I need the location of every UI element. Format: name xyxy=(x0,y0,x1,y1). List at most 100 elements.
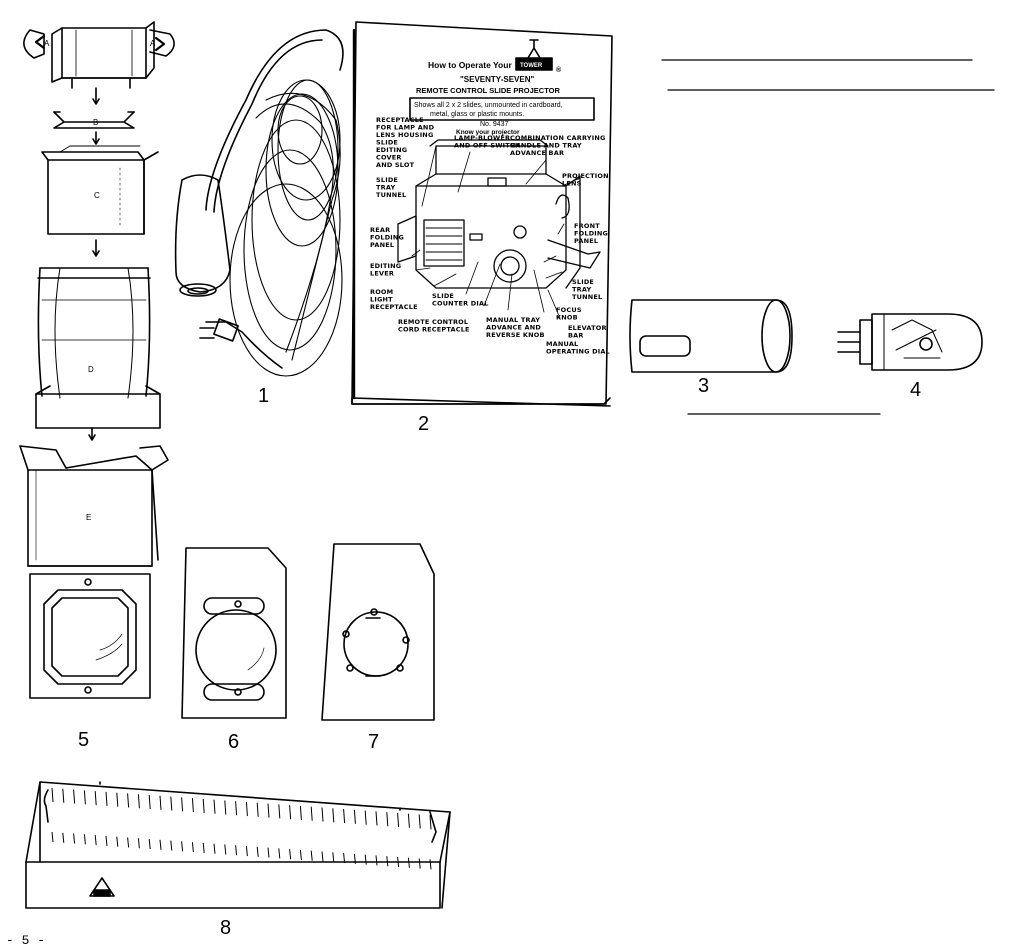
callout-projection-lens-line-1: PROJECTION xyxy=(562,172,609,180)
callout-slide-tray-tunnel-right-line-3: TUNNEL xyxy=(572,293,602,301)
slide-slot-tick xyxy=(418,858,421,869)
slide-slot-tick xyxy=(191,842,194,853)
slide-slot-tick xyxy=(202,842,205,853)
slide-slot-tick xyxy=(289,849,292,860)
slide-slot-tick xyxy=(332,808,335,823)
slide-slot-tick xyxy=(159,795,162,810)
part-number-5: 5 xyxy=(78,729,89,751)
slide-slot-tick xyxy=(375,811,378,826)
slide-slot-tick xyxy=(127,793,130,808)
power-cord xyxy=(174,29,344,377)
slide-slot-tick xyxy=(332,852,335,863)
slide-slot-tick xyxy=(321,807,324,822)
part-number-7: 7 xyxy=(368,731,379,753)
callout-manual-tray-line-3: REVERSE KNOB xyxy=(486,331,545,339)
slide-slot-tick xyxy=(245,845,248,857)
slide-slot-tick xyxy=(256,846,259,857)
slide-slot-tick xyxy=(62,832,65,843)
callout-carrying-line-1: COMBINATION CARRYING xyxy=(510,134,606,142)
brand-logo: TOWER xyxy=(520,63,543,69)
part-number-1: 1 xyxy=(258,385,269,407)
slide-slot-tick xyxy=(191,798,194,813)
instruction-booklet xyxy=(351,21,613,407)
slide-slot-tick xyxy=(397,812,400,827)
callout-room-light-line-1: ROOM xyxy=(370,288,393,296)
slide-slot-tick xyxy=(105,835,108,846)
slide-slot-tick xyxy=(353,809,356,824)
slide-slot-tick xyxy=(310,806,313,821)
callout-receptacle-line-3: LENS HOUSING xyxy=(376,131,434,139)
slide-slot-tick xyxy=(364,854,367,865)
slide-slot-tick xyxy=(181,797,184,812)
slide-slot-tick xyxy=(105,791,108,806)
callout-elevator-bar-line-1: ELEVATOR xyxy=(568,324,607,332)
carton-e xyxy=(19,445,169,567)
slide-slot-tick xyxy=(353,853,356,864)
slide-slot-tick xyxy=(73,789,76,804)
slide-slot-tick xyxy=(235,801,238,816)
arrow-icon xyxy=(88,427,96,441)
callout-front-panel-line-1: FRONT xyxy=(574,222,600,230)
callout-front-panel-line-2: FOLDING xyxy=(574,230,608,238)
slide-slot-tick xyxy=(224,800,227,815)
callout-focus-knob-line-1: FOCUS xyxy=(556,306,582,314)
page-number: - 5 - xyxy=(6,933,45,948)
slide-slot-tick xyxy=(116,836,119,847)
carton-letter-e: E xyxy=(86,513,91,522)
slide-slot-tick xyxy=(148,838,151,850)
slide-slot-tick xyxy=(62,788,65,803)
heat-glass xyxy=(321,543,435,721)
slide-slot-tick xyxy=(386,812,389,827)
slide-slot-tick xyxy=(235,845,238,856)
callout-lamp-blower-line-1: LAMP-BLOWER xyxy=(454,134,510,142)
slide-slot-tick xyxy=(364,810,367,825)
slide-tray-slots xyxy=(51,787,432,870)
callout-elevator-bar-line-2: BAR xyxy=(568,332,584,340)
slide-slot-tick xyxy=(202,798,205,813)
slide-slot-tick xyxy=(289,805,292,820)
carton-letter-a-right: A xyxy=(150,39,156,48)
booklet-title: How to Operate Your xyxy=(428,60,512,70)
slide-slot-tick xyxy=(267,803,270,818)
callout-receptacle-line-4: SLIDE xyxy=(376,139,398,147)
slide-slot-tick xyxy=(83,834,86,845)
booklet-box-line2: metal, glass or plastic mounts. xyxy=(430,111,524,118)
callout-receptacle-line-7: AND SLOT xyxy=(376,161,415,169)
slide-slot-tick xyxy=(267,847,270,858)
slide-slot-tick xyxy=(73,833,76,844)
carton-letter-d: D xyxy=(88,365,94,374)
carton-d xyxy=(35,267,161,429)
arrow-icon xyxy=(92,87,100,105)
slide-slot-tick xyxy=(159,839,162,850)
callout-receptacle-line-5: EDITING xyxy=(376,146,407,154)
booklet-model-number: No. 9437 xyxy=(480,121,509,128)
part-number-3: 3 xyxy=(698,375,709,397)
slide-slot-tick xyxy=(407,857,410,868)
slide-slot-tick xyxy=(418,814,421,829)
callout-slide-tray-tunnel-right-line-1: SLIDE xyxy=(572,278,594,286)
callout-receptacle-line-1: RECEPTACLE xyxy=(376,116,424,124)
lamp-housing-cylinder xyxy=(629,299,793,373)
slide-slot-tick xyxy=(299,849,302,860)
slide-slot-tick xyxy=(51,787,54,803)
slide-slot-tick xyxy=(343,809,346,824)
callout-editing-lever-line-2: LEVER xyxy=(370,270,394,278)
callout-lamp-blower-line-2: AND OFF SWITCH xyxy=(454,142,521,150)
carton-letter-c: C xyxy=(94,191,100,200)
callout-focus-knob-line-2: KNOB xyxy=(556,314,578,322)
slide-slot-tick xyxy=(299,805,302,820)
callout-slide-counter-line-1: SLIDE xyxy=(432,292,454,300)
carton-insert-b xyxy=(53,111,135,129)
callout-slide-tray-tunnel-left-line-1: SLIDE xyxy=(376,176,398,184)
callout-manual-dial-line-1: MANUAL xyxy=(546,340,578,348)
callout-rear-panel-line-2: FOLDING xyxy=(370,234,404,242)
callout-remote-control-line-1: REMOTE CONTROL xyxy=(398,318,468,326)
slide-slot-tick xyxy=(321,851,324,862)
slide-slot-tick xyxy=(116,792,119,807)
carton-letter-a: A xyxy=(44,39,50,48)
round-condenser-lens xyxy=(181,547,287,719)
part-number-4: 4 xyxy=(910,379,921,401)
slide-slot-tick xyxy=(170,840,173,851)
slide-slot-tick xyxy=(170,796,173,811)
